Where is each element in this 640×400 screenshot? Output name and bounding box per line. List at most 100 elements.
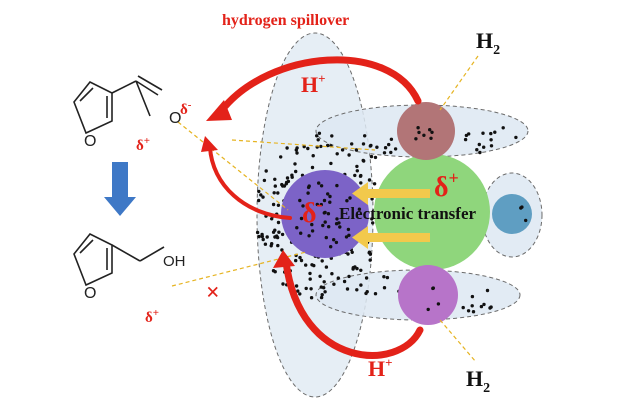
hydrogen-dot [373, 155, 378, 160]
hydrogen-dot [273, 184, 277, 188]
top-spillover-arrowhead [206, 100, 232, 121]
hydrogen-dot [321, 223, 325, 228]
hydrogen-dot [326, 143, 330, 148]
carbonyl-delta-plus: δ+ [136, 135, 150, 154]
top-metal-sphere [397, 102, 455, 160]
hydrogen-dot [359, 268, 363, 272]
hydrogen-dot [354, 148, 359, 152]
hydrogen-dot [422, 133, 426, 137]
hydrogen-dot [280, 182, 284, 187]
hydrogen-dot [306, 146, 310, 151]
hydrogen-dot [329, 161, 333, 166]
hydrogen-dot [436, 302, 441, 306]
hydrogen-dot [464, 133, 469, 138]
hydrogen-dot [275, 235, 280, 240]
hydrogen-dot [273, 177, 277, 181]
hydrogen-dot [323, 220, 327, 224]
hydrogen-dot [340, 148, 345, 152]
hydrogen-dot [299, 231, 303, 235]
carbonyl-delta-minus: δ- [180, 99, 192, 118]
hydrogen-dot [375, 145, 379, 149]
hydrogen-dot [367, 178, 372, 182]
hydrogen-dot [276, 203, 281, 207]
hydrogen-dot [306, 191, 310, 195]
hydrogen-dot [273, 235, 277, 239]
hydrogen-dot [359, 173, 363, 178]
hydrogen-dot [383, 146, 388, 150]
hydrogen-dot [304, 263, 308, 267]
hydrogen-dot [429, 136, 433, 140]
hydrogen-dot [369, 154, 374, 159]
hydrogen-dot [285, 146, 289, 150]
support-delta-plus: δ+ [434, 168, 459, 203]
hydrogen-dot [259, 193, 263, 197]
bottom-spillover-arrow [282, 258, 424, 359]
hydrogen-dot [393, 147, 398, 151]
hydrogen-dot [273, 228, 277, 232]
hydrogen-dot [322, 211, 326, 215]
hydrogen-dot [417, 130, 421, 135]
hydrogen-dot [319, 295, 324, 300]
hydrogen-dot [355, 288, 359, 292]
hydrogen-dot [364, 276, 369, 280]
hydrogen-spillover-arrows [201, 56, 424, 359]
hydrogen-dot [336, 276, 340, 280]
hydrogen-dot [347, 233, 351, 237]
hydrogen-dot [489, 305, 493, 309]
hydrogen-dot [322, 198, 327, 203]
hydrogen-dot [478, 150, 482, 155]
hydrogen-dot [335, 217, 339, 221]
hydrogen-dot [370, 197, 374, 201]
hydrogen-dot [285, 176, 290, 180]
hydrogen-dot [369, 143, 373, 148]
hydrogen-dot [269, 244, 273, 248]
hydrogen-dot [294, 258, 298, 263]
bottom-spillover-arrowhead [273, 250, 295, 268]
hydrogen-dot [279, 155, 283, 159]
hydrogen-dot [316, 138, 320, 142]
hydrogen-dot [276, 243, 280, 248]
hydrogen-dot [482, 302, 486, 307]
hydrogen-dot [489, 144, 494, 148]
hydrogen-dot [482, 145, 486, 149]
hydrogen-dot [481, 131, 485, 135]
hydrogen-dot [347, 274, 351, 279]
hydrogen-dot [263, 242, 268, 246]
hydrogen-dot [309, 296, 314, 300]
hydrogen-dot [326, 212, 331, 216]
top-spillover-arrow [218, 56, 422, 114]
hydrogen-dot [328, 200, 332, 204]
hydrogen-dot [307, 234, 311, 238]
hydrogen-dot [493, 130, 497, 134]
hydrogen-dot [466, 309, 471, 313]
hydrogen-dot [371, 221, 375, 225]
hydrogen-dot [309, 287, 313, 291]
hydrogen-dot [350, 142, 354, 146]
hydrogen-dot [485, 288, 490, 293]
hydrogen-dot [347, 153, 351, 157]
hydrogen-dot [431, 286, 435, 291]
hydrogen-dot [276, 191, 280, 195]
hydrogen-dot [342, 279, 347, 284]
hydrogen-dot [387, 142, 391, 147]
hydrogen-dot [286, 179, 291, 184]
hydrogen-dot [334, 240, 339, 245]
hydrogen-dot [310, 229, 315, 233]
furfural-ring-oxygen: O [84, 133, 96, 150]
hydrogen-dot [351, 266, 355, 270]
hydrogen-dot [361, 142, 366, 146]
hydrogen-dot [363, 134, 367, 138]
hydrogen-dot [359, 181, 363, 185]
hydrogen-dot [276, 220, 281, 225]
hydrogen-dot [323, 290, 327, 294]
hydrogen-dot [345, 199, 349, 203]
hydrogen-dot [272, 191, 276, 195]
hydrogen-dot [296, 289, 300, 293]
hydrogen-dot [385, 275, 390, 280]
hydrogen-dot [463, 137, 468, 142]
hydrogen-dot [338, 225, 342, 229]
hydrogen-dot [308, 271, 312, 276]
hydrogen-dot [479, 304, 484, 309]
hydrogen-dot [346, 227, 351, 232]
hydrogen-dot [328, 194, 332, 199]
